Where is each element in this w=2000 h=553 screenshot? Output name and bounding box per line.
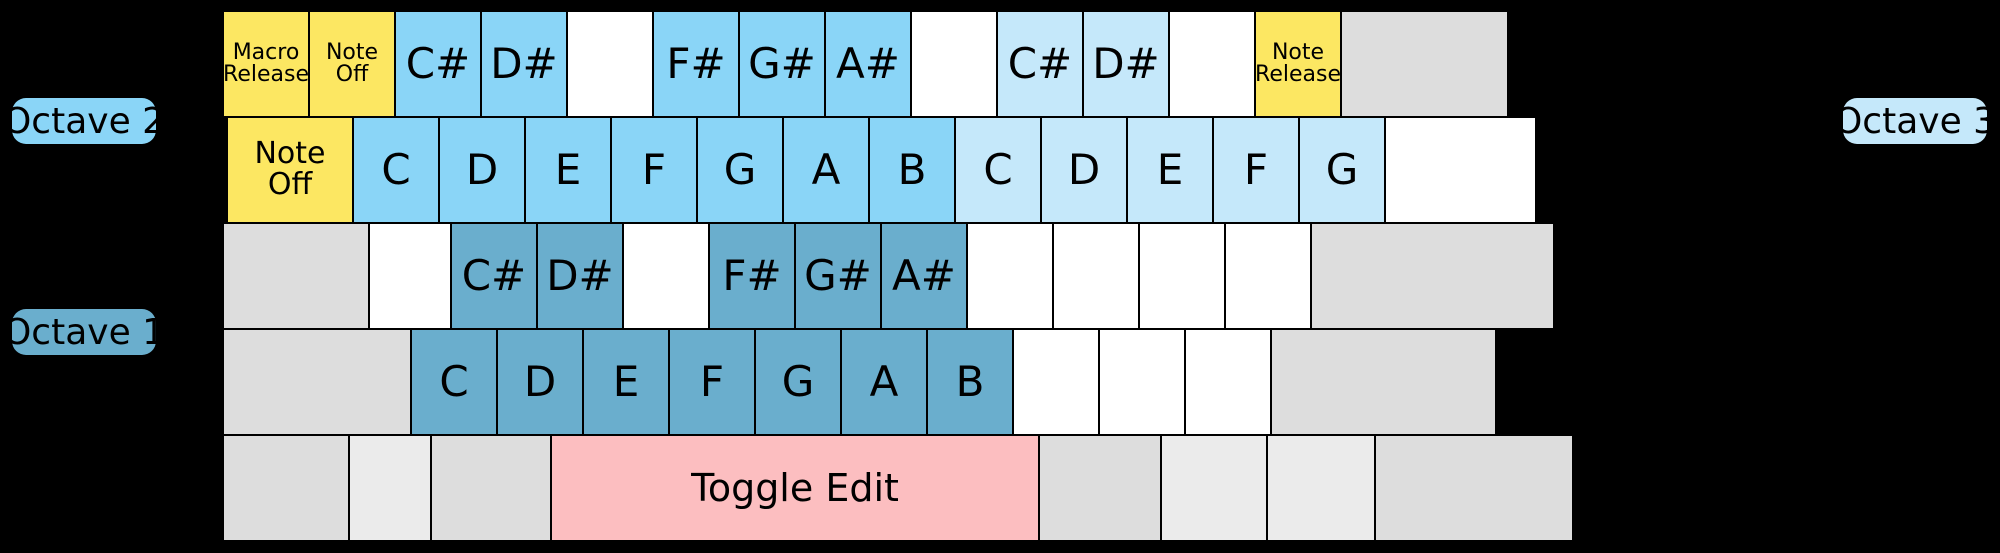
key-c[interactable]: C [954,116,1042,224]
key-blank-3-0 [222,328,412,436]
octave-1-label: Octave 1 [3,309,165,355]
octave-2-label: Octave 2 [3,98,165,144]
key-e[interactable]: E [582,328,670,436]
key-dsharp[interactable]: D# [480,10,568,118]
key-g[interactable]: G [696,116,784,224]
key-csharp[interactable]: C# [394,10,482,118]
key-dsharp[interactable]: D# [1082,10,1170,118]
key-asharp[interactable]: A# [880,222,968,330]
key-blank-2-0 [222,222,370,330]
key-g[interactable]: G [1298,116,1386,224]
key-blank-0-8 [910,10,998,118]
key-blank-3-8 [1012,328,1100,436]
key-blank-4-0 [222,434,350,542]
key-blank-0-4 [566,10,654,118]
key-g[interactable]: G [754,328,842,436]
key-a[interactable]: A [782,116,870,224]
key-e[interactable]: E [1126,116,1214,224]
key-f[interactable]: F [668,328,756,436]
key-blank-3-11 [1270,328,1497,436]
key-blank-0-13 [1340,10,1509,118]
key-a[interactable]: A [840,328,928,436]
key-c[interactable]: C [410,328,498,436]
key-dsharp[interactable]: D# [536,222,624,330]
key-blank-3-10 [1184,328,1272,436]
key-csharp[interactable]: C# [450,222,538,330]
key-blank-4-5 [1160,434,1268,542]
key-asharp[interactable]: A# [824,10,912,118]
key-toggle-edit[interactable]: Toggle Edit [550,434,1040,542]
key-blank-2-12 [1310,222,1555,330]
key-fsharp[interactable]: F# [708,222,796,330]
key-f[interactable]: F [610,116,698,224]
row-asdf: C#D# F#G#A# [222,222,1555,330]
key-blank-4-1 [348,434,432,542]
key-f[interactable]: F [1212,116,1300,224]
key-blank-2-11 [1224,222,1312,330]
key-d[interactable]: D [496,328,584,436]
key-blank-2-8 [966,222,1054,330]
key-blank-2-10 [1138,222,1226,330]
key-blank-4-4 [1038,434,1162,542]
key-d[interactable]: D [438,116,526,224]
key-fsharp[interactable]: F# [652,10,740,118]
octave-3-label: Octave 3 [1834,98,1996,144]
key-blank-3-9 [1098,328,1186,436]
key-blank-2-1 [368,222,452,330]
key-blank-4-2 [430,434,552,542]
key-d[interactable]: D [1040,116,1128,224]
key-b[interactable]: B [926,328,1014,436]
key-blank-0-11 [1168,10,1256,118]
key-blank-2-4 [622,222,710,330]
key-blank-4-6 [1266,434,1376,542]
key-blank-1-13 [1384,116,1537,224]
key-c[interactable]: C [352,116,440,224]
key-gsharp[interactable]: G# [738,10,826,118]
key-gsharp[interactable]: G# [794,222,882,330]
key-b[interactable]: B [868,116,956,224]
key-blank-2-9 [1052,222,1140,330]
row-spacebar: Toggle Edit [222,434,1574,542]
key-csharp[interactable]: C# [996,10,1084,118]
key-blank-4-7 [1374,434,1574,542]
key-e[interactable]: E [524,116,612,224]
